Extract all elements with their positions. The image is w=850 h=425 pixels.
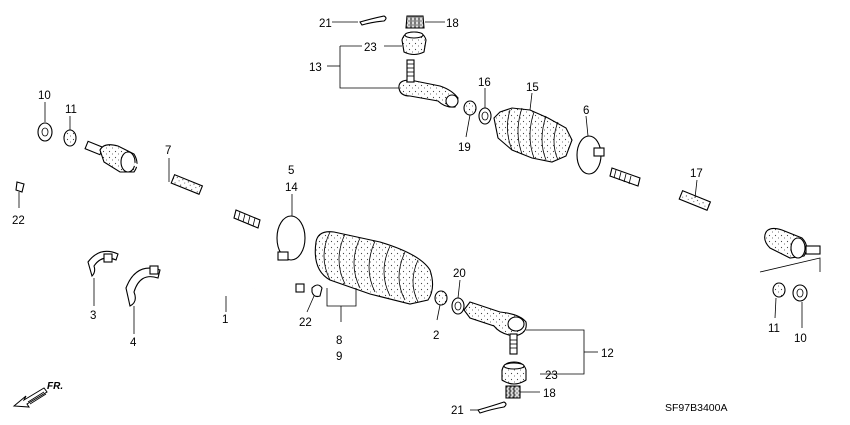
callout-16: 16 <box>478 77 491 89</box>
callout-21-upper: 21 <box>319 18 332 30</box>
boot-clamp-3 <box>87 250 119 278</box>
castle-nut-upper <box>405 15 425 29</box>
callout-4: 4 <box>130 337 137 349</box>
boot-band-lower <box>276 215 306 261</box>
callout-11-left: 11 <box>65 104 77 116</box>
clip-ring-upper <box>478 107 492 125</box>
tie-rod-end-upper <box>398 59 459 108</box>
callout-19: 19 <box>458 142 471 154</box>
callout-2: 2 <box>433 330 439 342</box>
callout-21-lower: 21 <box>451 405 464 417</box>
leader-lines <box>18 21 821 411</box>
callout-5: 5 <box>288 165 294 177</box>
front-direction-label: FR. <box>47 381 63 392</box>
callout-10-left: 10 <box>38 90 51 102</box>
breather-tube <box>19 185 305 295</box>
rack-end-washer-right <box>792 284 808 302</box>
callout-13: 13 <box>309 62 322 74</box>
lock-nut-upper <box>463 100 477 116</box>
callout-6: 6 <box>583 105 589 117</box>
castle-nut-lower <box>505 385 521 399</box>
tie-rod-end-lower <box>463 301 527 355</box>
lock-washer-right <box>772 282 786 298</box>
rack-end-washer-left <box>37 122 53 142</box>
callout-3: 3 <box>90 310 96 322</box>
cotter-pin-upper <box>359 15 387 26</box>
lock-nut-lower <box>434 290 448 306</box>
callout-18-lower: 18 <box>543 388 556 400</box>
callout-9: 9 <box>336 351 342 363</box>
callout-17: 17 <box>690 168 703 180</box>
callout-20: 20 <box>453 268 466 280</box>
boot-clamp-4 <box>125 265 161 307</box>
callout-8: 8 <box>336 335 342 347</box>
callout-22-left: 22 <box>12 215 25 227</box>
callout-11-right: 11 <box>768 323 780 335</box>
callout-14: 14 <box>285 182 298 194</box>
rack-boot-lower <box>314 231 434 305</box>
callout-23-upper: 23 <box>364 42 377 54</box>
callout-12: 12 <box>601 348 614 360</box>
boot-band-upper <box>576 135 605 175</box>
lock-washer-left <box>63 129 77 147</box>
callout-23-lower: 23 <box>545 370 558 382</box>
callout-22-middle: 22 <box>299 317 312 329</box>
rack-boot-upper <box>493 107 573 163</box>
callout-18-upper: 18 <box>446 18 459 30</box>
clip-ring-lower <box>451 297 465 315</box>
callout-15: 15 <box>526 82 539 94</box>
ball-joint-boot-upper <box>401 31 427 56</box>
tie-rod-left <box>84 140 261 229</box>
tie-rod-right <box>609 167 821 259</box>
ball-joint-boot-lower <box>501 361 527 385</box>
callout-7: 7 <box>165 145 171 157</box>
front-direction-arrow-icon <box>12 387 48 408</box>
diagram-code: SF97B3400A <box>665 402 727 414</box>
tube-clip-middle <box>311 284 323 298</box>
tube-clip-left <box>15 181 25 193</box>
callout-10-right: 10 <box>794 333 807 345</box>
callout-1: 1 <box>222 314 228 326</box>
cotter-pin-lower <box>477 401 507 414</box>
